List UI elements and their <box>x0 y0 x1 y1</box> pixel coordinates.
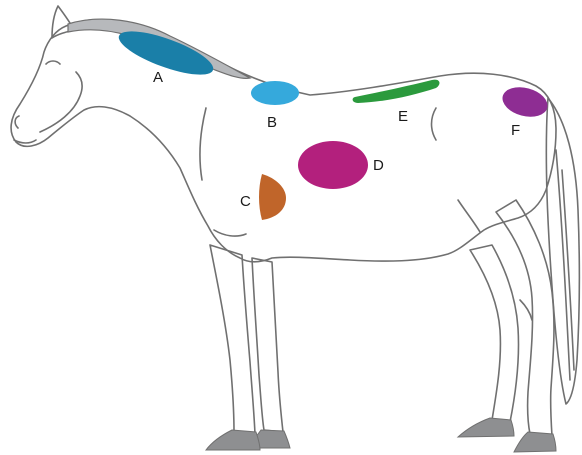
elbow-line <box>214 230 246 236</box>
shoulder-line <box>200 108 206 180</box>
region-d-marker[interactable] <box>298 141 368 189</box>
region-a-label: A <box>153 69 163 86</box>
region-b-marker[interactable] <box>251 81 299 105</box>
hoof-far-hind <box>458 418 514 437</box>
near-hind-leg <box>496 200 554 436</box>
hoof-near-front <box>206 430 260 450</box>
region-f-label: F <box>511 122 520 139</box>
region-e-label: E <box>398 108 408 125</box>
region-b-label: B <box>267 114 277 131</box>
hoof-near-hind <box>514 432 556 452</box>
horse-jaw <box>40 72 82 132</box>
region-c-marker[interactable] <box>259 174 286 220</box>
near-front-leg <box>210 245 255 434</box>
stifle-line <box>458 200 480 232</box>
flank-line <box>432 108 437 140</box>
horse-eye <box>46 61 60 64</box>
far-front-leg <box>252 258 283 432</box>
horse-nostril <box>15 116 19 128</box>
far-hind-leg <box>470 245 519 422</box>
hock-line <box>520 300 532 320</box>
region-f-marker[interactable] <box>499 83 551 122</box>
tail-strands <box>556 150 574 380</box>
region-c-label: C <box>240 193 251 210</box>
region-d-label: D <box>373 157 384 174</box>
horse-body <box>11 20 556 262</box>
